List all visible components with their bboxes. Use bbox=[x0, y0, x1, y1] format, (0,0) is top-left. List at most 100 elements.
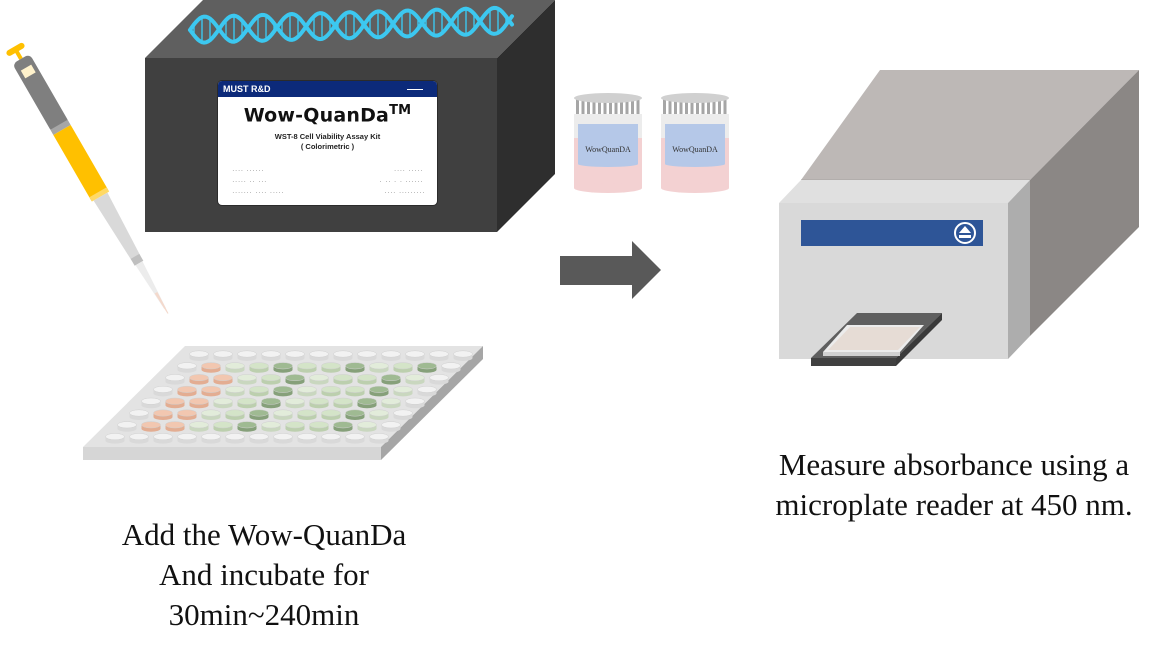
vial-1 bbox=[574, 93, 642, 193]
well bbox=[393, 409, 413, 420]
vial-2-label: WowQuanDA bbox=[672, 145, 718, 154]
well bbox=[333, 350, 353, 361]
well bbox=[165, 397, 185, 409]
well bbox=[381, 397, 401, 409]
well bbox=[309, 397, 329, 409]
well bbox=[285, 374, 305, 385]
reader-side bbox=[1030, 70, 1139, 336]
well bbox=[333, 397, 353, 409]
step-1-line-3: 30min~240min bbox=[168, 597, 360, 632]
well bbox=[261, 374, 281, 385]
kit-label-header: MUST R&D bbox=[218, 81, 437, 97]
fine-print-right-3: ···· ········· bbox=[384, 190, 425, 195]
header-dash bbox=[407, 89, 423, 90]
reader-display-panel bbox=[801, 220, 983, 246]
step-1-line-1: Add the Wow-QuanDa bbox=[121, 517, 407, 552]
well bbox=[405, 350, 425, 361]
reader-front-edge bbox=[1008, 180, 1030, 359]
well bbox=[429, 374, 449, 385]
well bbox=[105, 433, 125, 444]
fine-print-right-2: · ·· · · ······ bbox=[379, 179, 423, 184]
well bbox=[249, 433, 269, 444]
step-1-caption: Add the Wow-QuanDa And incubate for 30mi… bbox=[84, 515, 444, 635]
well bbox=[189, 350, 209, 361]
well bbox=[297, 362, 317, 373]
well bbox=[393, 385, 413, 397]
eject-icon[interactable] bbox=[954, 222, 976, 244]
vial-label-panel bbox=[665, 124, 725, 164]
well bbox=[237, 397, 257, 409]
well bbox=[273, 362, 293, 373]
well bbox=[213, 397, 233, 409]
plate-tray[interactable] bbox=[811, 313, 942, 366]
step-2-line-2: microplate reader at 450 nm. bbox=[775, 487, 1133, 522]
well bbox=[153, 385, 173, 397]
well bbox=[381, 374, 401, 385]
well bbox=[273, 385, 293, 397]
well bbox=[165, 374, 185, 385]
well bbox=[285, 397, 305, 409]
plate-front bbox=[83, 447, 381, 460]
well bbox=[249, 362, 269, 373]
well bbox=[261, 421, 281, 432]
well bbox=[273, 433, 293, 444]
well bbox=[357, 421, 377, 432]
well bbox=[141, 397, 161, 409]
well bbox=[225, 385, 245, 397]
fine-print-left-3: ······· ···· ····· bbox=[232, 190, 285, 195]
well bbox=[237, 350, 257, 361]
well bbox=[225, 362, 245, 373]
eject-button[interactable] bbox=[954, 222, 976, 244]
well bbox=[297, 433, 317, 444]
kit-label: MUST R&D Wow-QuanDaTM WST-8 Cell Viabili… bbox=[218, 81, 437, 205]
well bbox=[345, 362, 365, 373]
well bbox=[393, 362, 413, 373]
well bbox=[129, 409, 149, 420]
well bbox=[333, 374, 353, 385]
well bbox=[165, 421, 185, 432]
well bbox=[153, 433, 173, 444]
well bbox=[141, 421, 161, 432]
well bbox=[189, 421, 209, 432]
plate-side bbox=[381, 346, 483, 460]
well bbox=[321, 362, 341, 373]
well bbox=[453, 350, 473, 361]
well bbox=[309, 350, 329, 361]
product-name-text: Wow-QuanDa bbox=[243, 104, 390, 127]
microplate-reader bbox=[779, 70, 1139, 366]
well bbox=[369, 385, 389, 397]
well bbox=[381, 350, 401, 361]
fine-print-left-2: ····· ·· ··· bbox=[232, 179, 267, 184]
well bbox=[321, 409, 341, 420]
well bbox=[189, 374, 209, 385]
well bbox=[441, 362, 461, 373]
well bbox=[201, 409, 221, 420]
well bbox=[237, 421, 257, 432]
reader-top bbox=[801, 70, 1139, 180]
reader-front-top-band bbox=[779, 180, 1030, 203]
vial-2 bbox=[661, 93, 729, 193]
brand-logo: MUST R&D bbox=[223, 84, 271, 94]
well bbox=[249, 409, 269, 420]
well bbox=[261, 350, 281, 361]
well bbox=[153, 409, 173, 420]
fine-print-left-1: ···· ······ bbox=[232, 168, 264, 173]
pipette-icon bbox=[6, 42, 169, 314]
well bbox=[333, 421, 353, 432]
well-plate bbox=[83, 346, 483, 460]
well bbox=[261, 397, 281, 409]
kit-subtitle-line-2: ( Colorimetric ) bbox=[300, 142, 355, 152]
well bbox=[225, 409, 245, 420]
well bbox=[117, 421, 137, 432]
well bbox=[201, 433, 221, 444]
well bbox=[369, 362, 389, 373]
well bbox=[213, 374, 233, 385]
kit-subtitle: WST-8 Cell Viability Assay Kit ( Colorim… bbox=[218, 132, 437, 152]
well bbox=[249, 385, 269, 397]
well bbox=[297, 385, 317, 397]
fine-print-right-1: ···· ····· bbox=[393, 168, 423, 173]
well bbox=[345, 409, 365, 420]
well bbox=[213, 421, 233, 432]
well bbox=[213, 350, 233, 361]
well bbox=[177, 362, 197, 373]
